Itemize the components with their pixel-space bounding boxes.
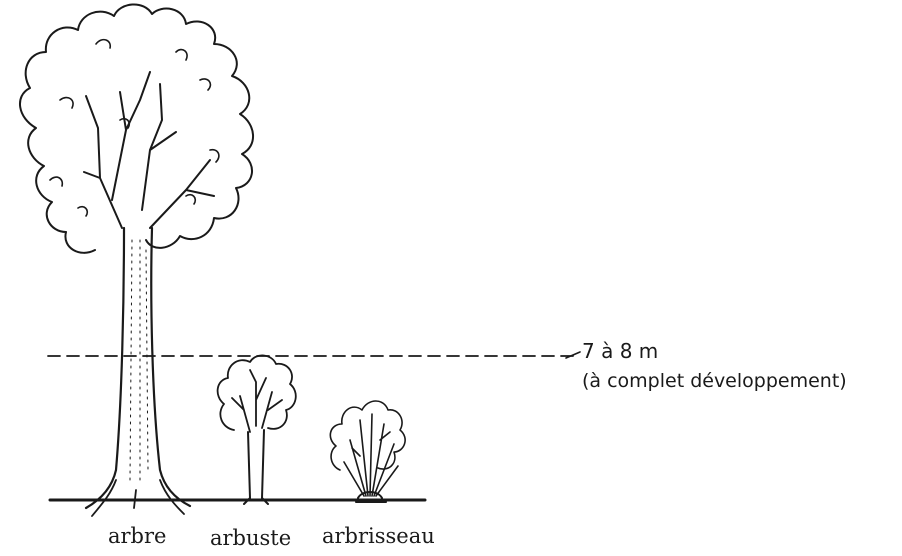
height-value-label: 7 à 8 m bbox=[582, 341, 658, 361]
tree-roots bbox=[92, 480, 184, 516]
height-label-tick bbox=[566, 352, 580, 358]
subshrub-label: arbrisseau bbox=[322, 526, 435, 547]
subshrub-drawing bbox=[330, 401, 405, 502]
shrub-drawing bbox=[218, 355, 296, 504]
subshrub-stems bbox=[344, 414, 398, 496]
shrub-label: arbuste bbox=[210, 528, 291, 549]
tree-drawing bbox=[20, 4, 253, 516]
subshrub-crown bbox=[330, 401, 405, 470]
tree-crown-detail bbox=[50, 40, 219, 216]
shrub-trunk bbox=[244, 430, 268, 504]
tree-crown bbox=[20, 4, 253, 252]
tree-trunk-texture bbox=[130, 240, 148, 480]
tree-trunk bbox=[86, 228, 190, 508]
shrub-branches bbox=[232, 370, 282, 432]
height-note-label: (à complet développement) bbox=[582, 372, 847, 391]
tree-label: arbre bbox=[108, 526, 166, 547]
